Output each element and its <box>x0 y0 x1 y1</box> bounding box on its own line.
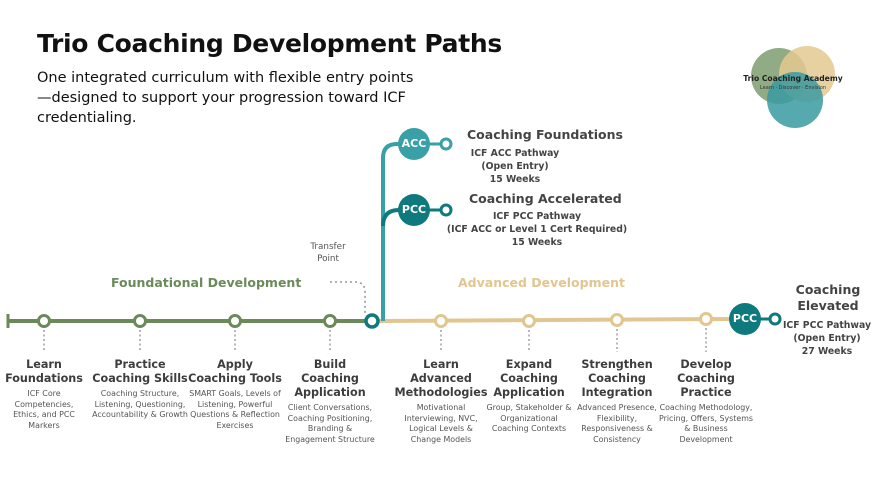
path-title-elevated: Coaching Elevated <box>788 282 868 314</box>
stage-title: Strengthen Coaching Integration <box>581 358 653 399</box>
stage-node <box>133 314 147 328</box>
stage-title: Practice Coaching Skills <box>92 358 188 385</box>
stage-node <box>323 314 337 328</box>
stage-description: Motivational Interviewing, NVC, Logical … <box>404 403 478 444</box>
stage-description: ICF Core Competencies, Ethics, and PCC M… <box>13 389 75 430</box>
page-subtitle: One integrated curriculum with flexible … <box>37 70 414 126</box>
stage-description: Group, Stakeholder & Organizational Coac… <box>486 403 572 433</box>
path-title-line: Elevated <box>797 298 859 313</box>
path-detail-line: ICF PCC Pathway <box>782 320 872 331</box>
section-advanced: Advanced Development <box>458 275 625 290</box>
section-foundational: Foundational Development <box>111 275 302 290</box>
logo-name: Trio Coaching Academy <box>743 74 843 83</box>
path-detail-line: (Open Entry) <box>793 332 861 344</box>
path-detail-line: 15 Weeks <box>511 236 563 248</box>
acc-branch <box>381 142 412 321</box>
stage-title: Develop Coaching Practice <box>677 358 735 399</box>
elevated-badge-circle <box>729 303 761 335</box>
page-title: Trio Coaching Development Paths <box>37 29 502 58</box>
elevated-badge-label: PCC <box>732 312 758 325</box>
elevated-end-node <box>768 312 782 326</box>
path-details-elevated: ICF PCC Pathway (Open Entry) 27 Weeks <box>781 320 873 358</box>
pcc-badge-circle <box>398 194 430 226</box>
path-detail-line: 27 Weeks <box>801 345 853 357</box>
stage-node <box>228 314 242 328</box>
path-details-foundations: ICF ACC Pathway (Open Entry) 15 Weeks <box>460 148 570 186</box>
stage-drop-lines <box>43 328 707 352</box>
path-title-foundations: Coaching Foundations <box>467 127 623 142</box>
stage-description: Client Conversations, Coaching Positioni… <box>285 403 375 444</box>
stage-node <box>37 314 51 328</box>
stage-node <box>699 312 713 326</box>
stage-node <box>610 313 624 327</box>
path-title-accelerated: Coaching Accelerated <box>469 191 622 206</box>
stage-title: Learn Advanced Methodologies <box>394 358 488 399</box>
stage-node <box>522 314 536 328</box>
path-detail-line: (Open Entry) <box>481 160 549 172</box>
path-detail-line: ICF ACC Pathway <box>470 148 560 159</box>
stage-node <box>434 314 448 328</box>
advanced-track <box>371 317 731 323</box>
transfer-label-line: Point <box>317 254 339 264</box>
acc-badge-circle <box>398 128 430 160</box>
transfer-dotted-line <box>330 281 366 316</box>
stage-description: Advanced Presence, Flexibility, Responsi… <box>577 403 657 444</box>
transfer-label-line: Transfer <box>310 242 346 252</box>
path-title-line: Coaching <box>795 282 861 297</box>
transfer-point-label: Transfer Point <box>298 241 358 265</box>
path-detail-line: 15 Weeks <box>489 173 541 185</box>
stage-description: SMART Goals, Levels of Listening, Powerf… <box>189 389 281 430</box>
logo-text: Trio Coaching Academy Learn · Discover ·… <box>738 74 848 91</box>
pcc-badge-label: PCC <box>401 203 427 216</box>
path-detail-line: ICF PCC Pathway <box>492 211 582 222</box>
stage-title: Build Coaching Application <box>294 358 366 399</box>
stage-title: Apply Coaching Tools <box>188 358 282 385</box>
path-details-accelerated: ICF PCC Pathway (ICF ACC or Level 1 Cert… <box>446 211 628 249</box>
logo-tagline: Learn · Discover · Envision <box>759 85 827 91</box>
path-detail-line: (ICF ACC or Level 1 Cert Required) <box>446 223 628 235</box>
stage-description: Coaching Methodology, Pricing, Offers, S… <box>658 403 754 444</box>
stage-title: Expand Coaching Application <box>493 358 565 399</box>
transfer-node <box>364 313 380 329</box>
acc-badge-label: ACC <box>401 137 427 150</box>
stage-title: Learn Foundations <box>5 358 83 385</box>
stage-nodes <box>37 312 713 328</box>
stage-description: Coaching Structure, Listening, Questioni… <box>92 389 188 419</box>
acc-end-node <box>439 137 453 151</box>
pcc-end-node <box>439 203 453 217</box>
